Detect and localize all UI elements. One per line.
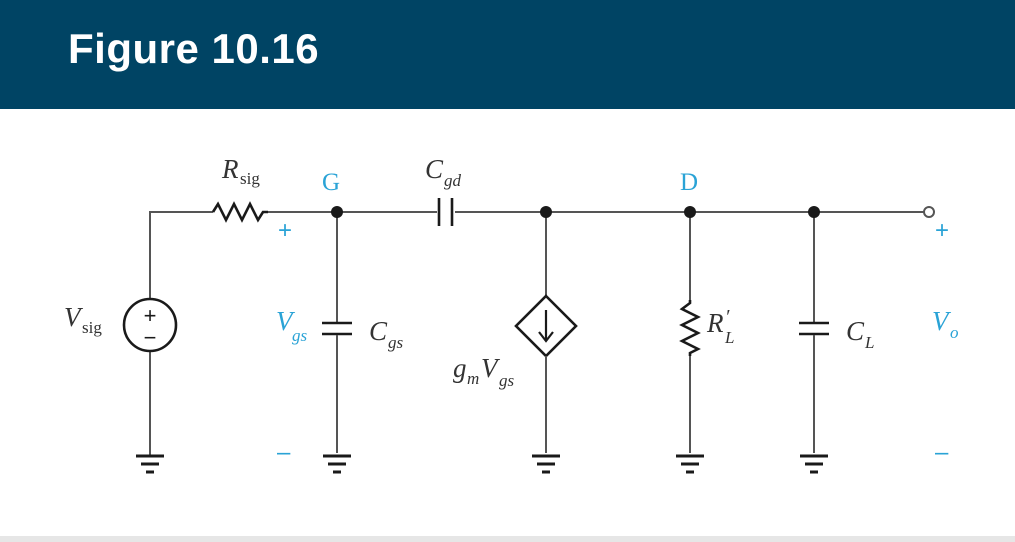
label-r-sig: R sig [221, 154, 260, 188]
svg-text:V: V [276, 306, 296, 336]
capacitor-gs-branch [322, 212, 352, 453]
svg-text:gs: gs [388, 333, 404, 352]
svg-text:C: C [425, 154, 444, 184]
ground-icon [532, 454, 560, 474]
capacitor-l-branch [799, 212, 829, 453]
vgs-minus-sign: – [277, 439, 291, 466]
frame-bottom-edge [0, 536, 1015, 542]
label-v-o: V o [932, 306, 959, 342]
svg-text:o: o [950, 323, 959, 342]
label-c-gd: C gd [425, 154, 462, 190]
svg-text:gd: gd [444, 171, 462, 190]
load-resistor-symbol [679, 300, 701, 356]
ground-icon [676, 454, 704, 474]
svg-text:R: R [706, 308, 724, 338]
svg-text:m: m [467, 369, 479, 388]
source-minus-sign: − [144, 325, 157, 350]
output-terminal [923, 206, 935, 218]
svg-text:sig: sig [82, 318, 102, 337]
capacitor-gd-symbol [437, 198, 454, 226]
junction-dots [331, 206, 820, 218]
svg-text:C: C [369, 316, 388, 346]
signal-source-symbol: + − [122, 297, 178, 353]
svg-text:L: L [864, 333, 874, 352]
label-r-l-prime: R ′ L [706, 306, 734, 347]
svg-text:L: L [724, 328, 734, 347]
label-c-l: C L [846, 316, 874, 352]
label-v-sig: V sig [64, 302, 102, 337]
label-gm-vgs: g m V gs [453, 353, 515, 390]
ground-icon [800, 454, 828, 474]
load-resistor-branch [679, 212, 701, 453]
resistor-sig-symbol [211, 201, 268, 223]
figure-title: Figure 10.16 [68, 25, 320, 72]
svg-text:C: C [846, 316, 865, 346]
svg-text:V: V [932, 306, 952, 336]
dependent-current-source-branch [514, 212, 578, 453]
figure-header: Figure 10.16 [0, 0, 1015, 109]
label-v-gs: V gs [276, 306, 308, 345]
label-c-gs: C gs [369, 316, 404, 352]
svg-text:R: R [221, 154, 239, 184]
vgs-plus-sign: + [278, 217, 292, 244]
svg-text:V: V [64, 302, 84, 332]
node-label-d: D [680, 169, 698, 196]
output-plus-sign: + [935, 217, 949, 244]
ground-icon [136, 453, 164, 474]
svg-text:V: V [481, 353, 501, 383]
svg-text:sig: sig [240, 169, 260, 188]
node-label-g: G [322, 169, 340, 196]
svg-text:gs: gs [292, 326, 308, 345]
output-minus-sign: – [935, 439, 949, 466]
svg-text:gs: gs [499, 371, 515, 390]
svg-text:g: g [453, 353, 467, 383]
source-plus-sign: + [144, 303, 157, 328]
svg-text:′: ′ [725, 306, 730, 328]
ground-icon [323, 454, 351, 474]
